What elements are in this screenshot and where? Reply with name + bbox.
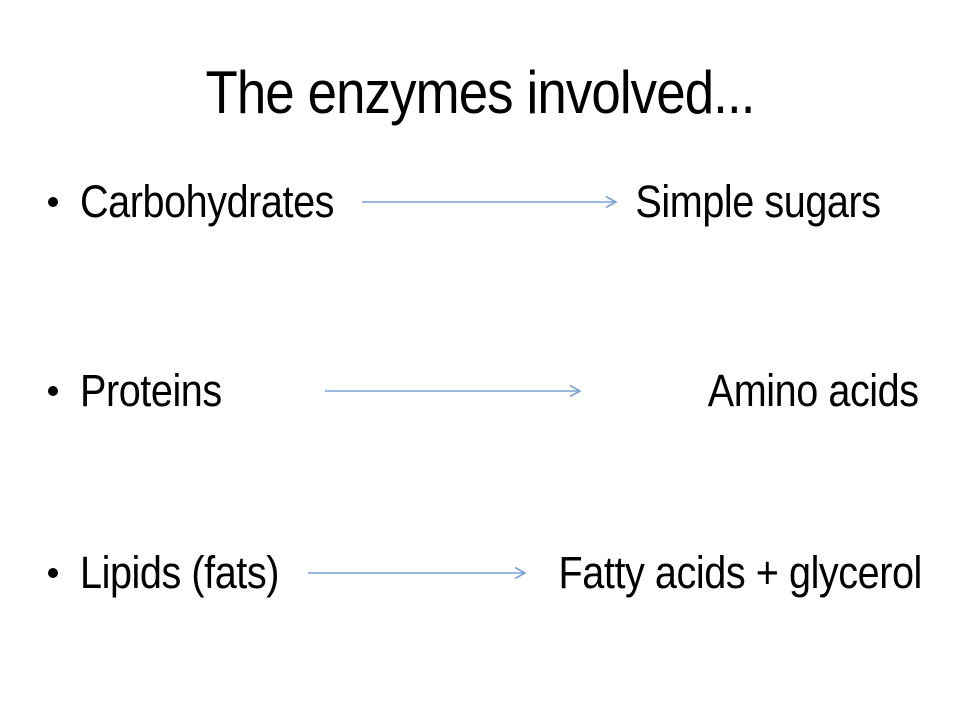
product-label: Fatty acids + glycerol — [558, 547, 923, 598]
slide-title: The enzymes involved... — [205, 59, 755, 126]
right-arrow-icon — [362, 193, 618, 211]
substrate-label: Carbohydrates — [80, 176, 335, 227]
bullet-row-carbohydrates: Carbohydrates Simple sugars — [0, 178, 960, 226]
product-label: Simple sugars — [635, 176, 882, 227]
right-arrow-icon — [325, 382, 582, 400]
bullet-icon — [48, 197, 58, 207]
bullet-icon — [48, 386, 58, 396]
right-arrow-icon — [308, 564, 527, 582]
product-label: Amino acids — [708, 365, 919, 416]
substrate-label: Proteins — [80, 365, 222, 416]
substrate-label: Lipids (fats) — [80, 547, 279, 598]
bullet-row-lipids: Lipids (fats) Fatty acids + glycerol — [0, 549, 960, 597]
bullet-row-proteins: Proteins Amino acids — [0, 367, 960, 415]
bullet-icon — [48, 568, 58, 578]
